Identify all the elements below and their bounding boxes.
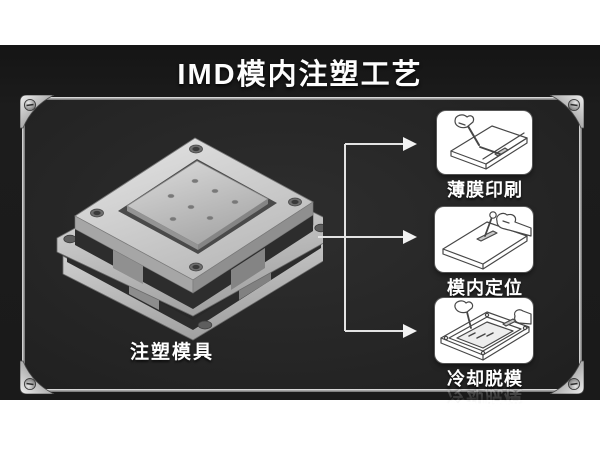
page-title: IMD模内注塑工艺 — [177, 59, 423, 91]
diagram-panel: IMD模内注塑工艺 — [0, 45, 600, 407]
step-label-film-printing: 薄膜印刷 — [447, 180, 523, 200]
screw-corner-top-left-icon — [20, 95, 55, 129]
injection-mold-illustration — [56, 137, 323, 341]
frame-right-edge — [579, 97, 582, 392]
step-label-cooling-demolding: 冷却脱模 — [447, 369, 523, 389]
in-mold-positioning-icon — [442, 211, 532, 270]
screw-corner-bottom-left-icon — [20, 360, 55, 394]
step-card-film-printing — [437, 111, 532, 174]
step-label-cooling-demolding-reflection: 冷却脱模 — [447, 387, 523, 407]
screw-corner-bottom-right-icon — [549, 360, 584, 394]
frame-left-edge — [22, 97, 25, 392]
step-card-in-mold-positioning — [435, 207, 533, 272]
step-card-cooling-demolding — [435, 298, 533, 363]
mold-label: 注塑模具 — [129, 342, 214, 363]
frame-bottom-edge — [22, 389, 582, 392]
frame-top-edge — [22, 97, 582, 100]
step-label-in-mold-positioning: 模内定位 — [447, 278, 523, 298]
cooling-demolding-icon — [440, 300, 532, 361]
screw-corner-top-right-icon — [549, 95, 584, 129]
film-printing-icon — [450, 114, 528, 170]
